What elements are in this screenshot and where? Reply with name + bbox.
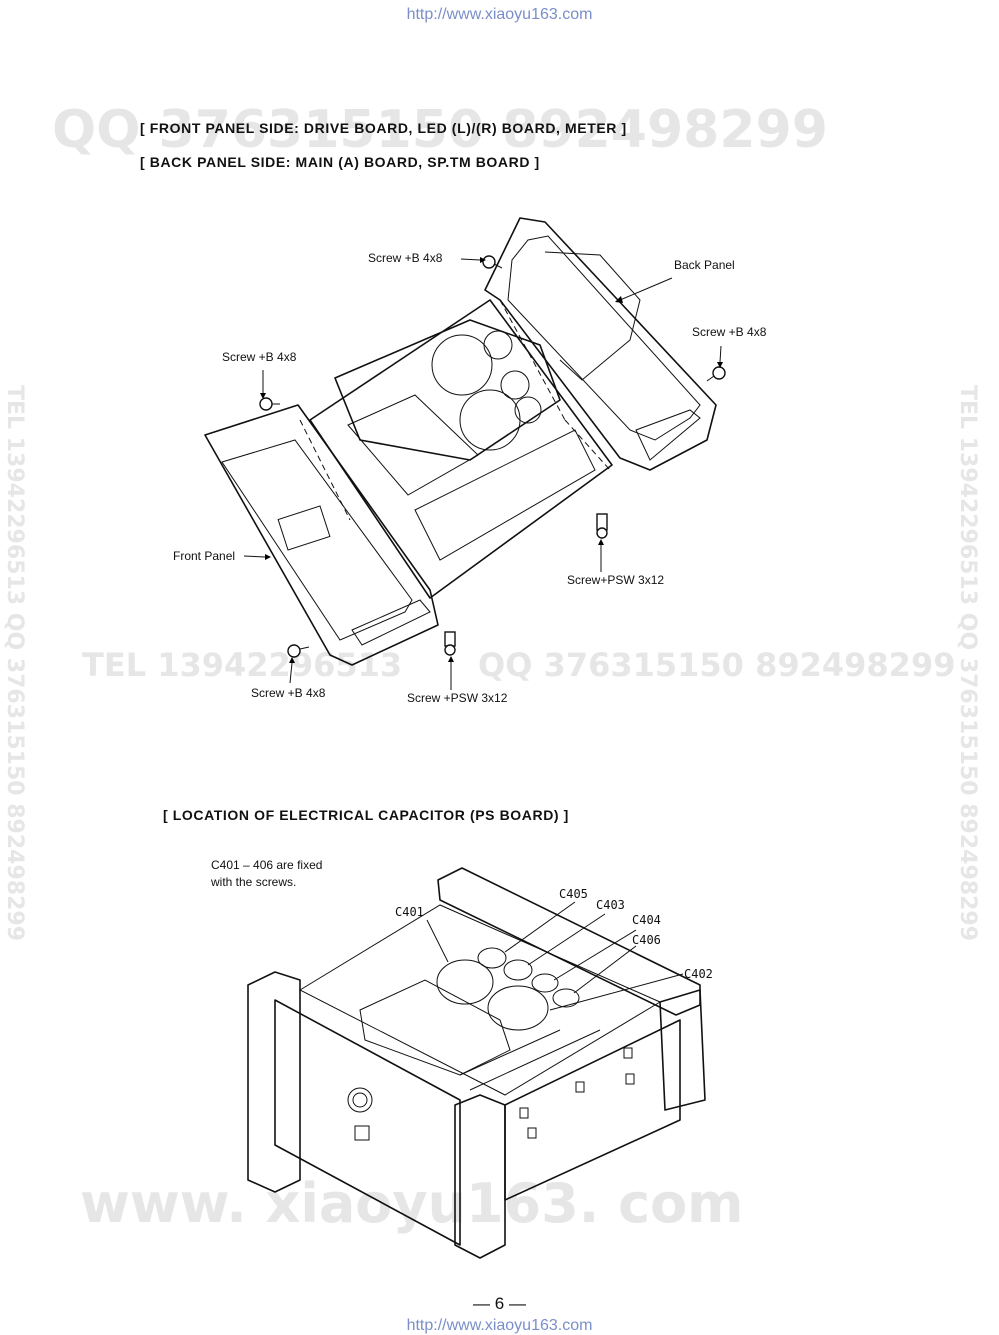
watermark-qq-middle: QQ 376315150 892498299 [478, 646, 956, 684]
header-url[interactable]: http://www.xiaoyu163.com [406, 6, 593, 23]
label-c405: C405 [559, 887, 588, 901]
label-c404: C404 [632, 913, 661, 927]
watermark-tel-middle: TEL 13942296513 [82, 646, 403, 684]
watermark-side-left: TEL 13942296513 QQ 376315150 892498299 [2, 385, 27, 942]
label-c406: C406 [632, 933, 661, 947]
label-c401: C401 [395, 905, 424, 919]
label-screw-psw-bottom: Screw +PSW 3x12 [407, 691, 508, 705]
page-number: — 6 — [473, 1294, 526, 1313]
front-panel-drawing [204, 404, 439, 666]
label-screw-bottom-left: Screw +B 4x8 [251, 686, 326, 700]
label-back-panel: Back Panel [674, 258, 735, 272]
label-c402: C402 [684, 967, 713, 981]
ps-chassis-drawing [247, 867, 706, 1259]
watermark-www-bottom: www. xiaoyu163. com [80, 1172, 744, 1235]
label-screw-left: Screw +B 4x8 [222, 350, 297, 364]
watermark-side-right: TEL 13942296513 QQ 376315150 892498299 [955, 385, 980, 942]
leader-lines [243, 257, 723, 690]
note-line2: with the screws. [211, 875, 297, 889]
footer-url[interactable]: http://www.xiaoyu163.com [406, 1317, 593, 1334]
label-screw-right: Screw +B 4x8 [692, 325, 767, 339]
screw-icons [259, 255, 726, 658]
section2-heading: [ LOCATION OF ELECTRICAL CAPACITOR (PS B… [163, 807, 569, 823]
label-front-panel: Front Panel [173, 549, 236, 563]
watermark-qq-top: QQ 376315150 892498299 [52, 100, 828, 160]
back-panel-drawing [484, 217, 717, 471]
label-screw-psw-right: Screw+PSW 3x12 [567, 573, 665, 587]
label-screw-top: Screw +B 4x8 [368, 251, 443, 265]
label-c403: C403 [596, 898, 625, 912]
capacitor-leader-lines [426, 901, 684, 1011]
section1-heading-back: [ BACK PANEL SIDE: MAIN (A) BOARD, SP.TM… [140, 154, 540, 170]
section1-heading-front: [ FRONT PANEL SIDE: DRIVE BOARD, LED (L)… [140, 120, 627, 136]
note-line1: C401 – 406 are fixed [211, 858, 323, 872]
